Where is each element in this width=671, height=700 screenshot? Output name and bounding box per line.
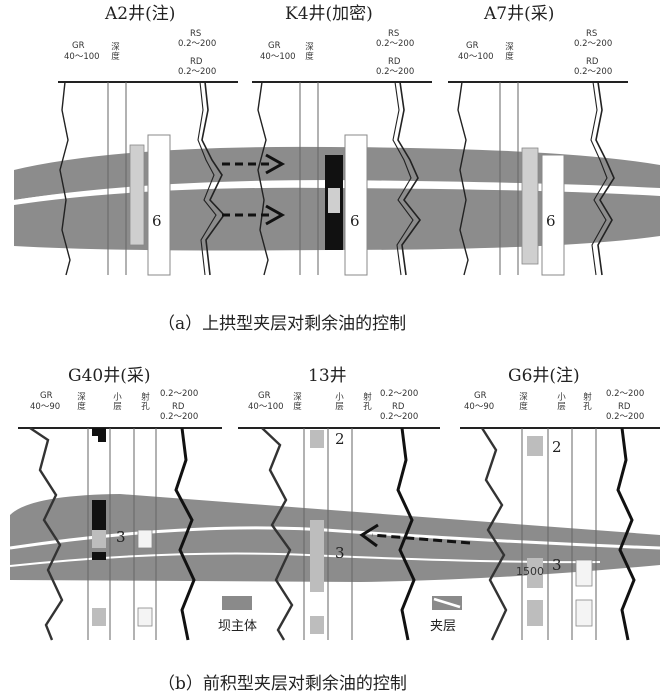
- well-title-13: 13井: [308, 366, 347, 386]
- g40-gr-range: 40～90: [30, 402, 61, 412]
- g40-perf-label: 射孔: [139, 392, 150, 411]
- well-title-a7: A7井(采): [484, 4, 555, 24]
- well-g6-track: [480, 427, 636, 641]
- caption-b: （b）前积型夹层对剩余油的控制: [158, 674, 407, 694]
- sand-wedge: [10, 494, 660, 582]
- legend-interlayer-label: 夹层: [430, 619, 457, 634]
- k4-depth-label: 深度: [303, 42, 314, 61]
- a2-rd-range: 0.2～200: [178, 67, 217, 77]
- g6-rd-range: 0.2～200: [606, 412, 645, 422]
- g6-r1-range: 0.2～200: [606, 389, 645, 399]
- well-a7-track: [457, 81, 615, 276]
- caption-a: （a）上拱型夹层对剩余油的控制: [158, 314, 407, 334]
- w13-gr-label: GR: [258, 391, 271, 401]
- g40-gr-label: GR: [40, 391, 53, 401]
- w13-rd-label: RD: [392, 402, 405, 412]
- k4-rd-range: 0.2～200: [376, 67, 415, 77]
- g6-gr-range: 40～90: [464, 402, 495, 412]
- a2-gr-range: 40～100: [64, 52, 100, 62]
- well-title-g6: G6井(注): [508, 366, 580, 386]
- w13-perf-label: 射孔: [361, 392, 372, 411]
- w13-rd-range: 0.2～200: [380, 412, 419, 422]
- a2-gr-label: GR: [72, 41, 85, 51]
- a2-rd-label: RD: [190, 57, 203, 67]
- g6-sublayer-label: 小层: [555, 392, 566, 411]
- g40-r1-range: 0.2～200: [160, 389, 199, 399]
- w13-sublayer-label: 小层: [333, 392, 344, 411]
- a7-layer-number: 6: [546, 212, 556, 230]
- a7-depth-label: 深度: [503, 42, 514, 61]
- g6-perf-label: 射孔: [581, 392, 592, 411]
- g40-rd-range: 0.2～200: [160, 412, 199, 422]
- panel-b: [9, 427, 661, 641]
- a7-rd-range: 0.2～200: [574, 67, 613, 77]
- flow-arrow-left: [359, 523, 471, 548]
- w13-layer-3: 3: [335, 544, 345, 562]
- g6-depth-mark: 1500: [516, 565, 544, 578]
- flow-arrow-lower: [222, 204, 286, 226]
- a7-gr-label: GR: [466, 41, 479, 51]
- well-title-a2: A2井(注): [105, 4, 176, 24]
- a7-rd-label: RD: [586, 57, 599, 67]
- g6-layer-3: 3: [552, 556, 562, 574]
- w13-layer-2: 2: [335, 430, 345, 448]
- a2-depth-label: 深度: [109, 42, 120, 61]
- a7-rs-range: 0.2～200: [574, 39, 613, 49]
- g40-depth-label: 深度: [75, 392, 86, 411]
- g6-depth-label: 深度: [517, 392, 528, 411]
- a7-rs-label: RS: [586, 29, 598, 39]
- a2-layer-number: 6: [152, 212, 162, 230]
- legend-dam-label: 坝主体: [218, 619, 258, 634]
- a2-rs-range: 0.2～200: [178, 39, 217, 49]
- g6-gr-label: GR: [474, 391, 487, 401]
- k4-rs-label: RS: [388, 29, 400, 39]
- well-title-k4: K4井(加密): [285, 4, 373, 24]
- well-13-track: [261, 427, 416, 641]
- a2-rs-label: RS: [190, 29, 202, 39]
- k4-rd-label: RD: [388, 57, 401, 67]
- k4-layer-number: 6: [350, 212, 360, 230]
- legend-dam-swatch: [222, 596, 252, 610]
- w13-gr-range: 40～100: [248, 402, 284, 412]
- g40-layer-3: 3: [116, 528, 126, 546]
- well-k4-track: [257, 81, 422, 276]
- g40-sublayer-label: 小层: [111, 392, 122, 411]
- well-a2-track: [59, 81, 226, 276]
- a7-gr-range: 40～100: [458, 52, 494, 62]
- well-title-g40: G40井(采): [68, 366, 151, 386]
- well-g40-track: [29, 427, 196, 641]
- k4-gr-label: GR: [268, 41, 281, 51]
- panel-a: [13, 81, 661, 276]
- prograding-interlayer: [9, 526, 661, 550]
- g6-rd-label: RD: [618, 402, 631, 412]
- flow-arrow-upper: [222, 153, 286, 175]
- g6-layer-2: 2: [552, 438, 562, 456]
- k4-gr-range: 40～100: [260, 52, 296, 62]
- k4-rs-range: 0.2～200: [376, 39, 415, 49]
- g40-rd-label: RD: [172, 402, 185, 412]
- w13-r1-range: 0.2～200: [380, 389, 419, 399]
- w13-depth-label: 深度: [291, 392, 302, 411]
